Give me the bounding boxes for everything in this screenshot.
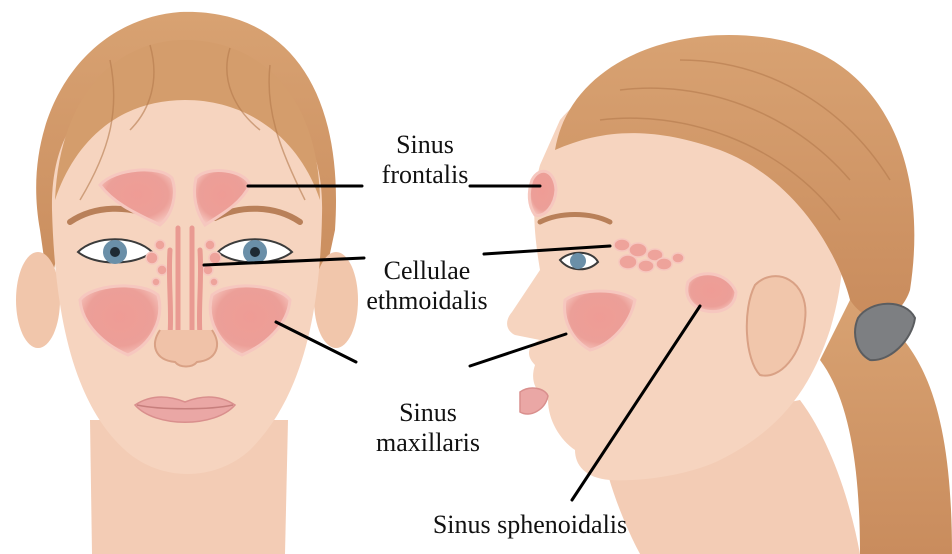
label-sinus-frontalis: Sinus frontalis bbox=[350, 130, 500, 190]
front-face bbox=[16, 12, 358, 554]
label-line: Sinus bbox=[358, 398, 498, 428]
label-line: Sinus sphenoidalis bbox=[380, 510, 680, 540]
label-sinus-sphenoidalis: Sinus sphenoidalis bbox=[380, 510, 680, 540]
side-lips bbox=[520, 388, 548, 414]
label-line: ethmoidalis bbox=[342, 286, 512, 316]
front-ear-left bbox=[16, 252, 60, 348]
label-line: Cellulae bbox=[342, 256, 512, 286]
side-face bbox=[507, 35, 952, 554]
side-iris bbox=[570, 253, 586, 269]
label-sinus-maxillaris: Sinus maxillaris bbox=[358, 398, 498, 458]
label-cellulae-ethmoidalis: Cellulae ethmoidalis bbox=[342, 256, 512, 316]
label-line: frontalis bbox=[350, 160, 500, 190]
label-line: maxillaris bbox=[358, 428, 498, 458]
label-line: Sinus bbox=[350, 130, 500, 160]
